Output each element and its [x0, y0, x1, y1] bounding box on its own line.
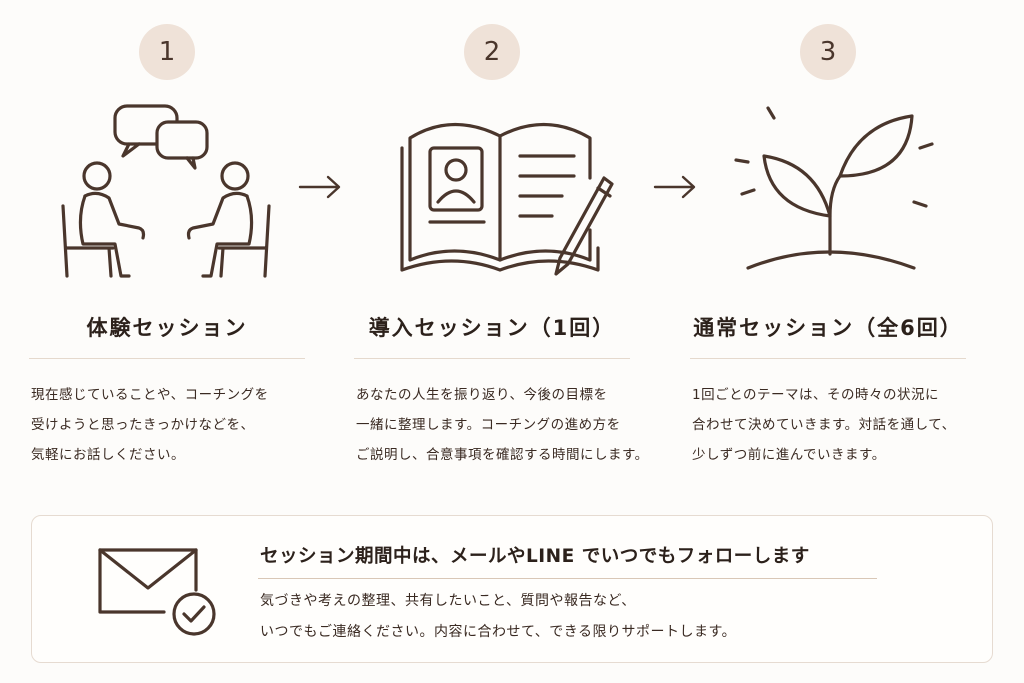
mail-check-icon [94, 540, 219, 640]
divider [690, 358, 966, 359]
step-title: 導入セッション（1回） [368, 316, 616, 340]
step-1: 1 体験セッション 現在感じていることや、コーチングを 受けようと思ったきっかけ… [17, 0, 317, 480]
contact-description: 気づきや考えの整理、共有したいこと、質問や報告など、 いつでもご連絡ください。内… [260, 593, 737, 640]
step-title: 体験セッション [86, 316, 248, 340]
sprout-icon [698, 98, 958, 288]
arrow-right-icon [651, 172, 699, 202]
step-title: 通常セッション（全6回） [693, 316, 963, 340]
step-number-badge: 1 [139, 24, 195, 80]
follow-up-box: セッション期間中は、メールやLINE でいつでもフォローします 気づきや考えの整… [31, 515, 993, 663]
contact-title: セッション期間中は、メールやLINE でいつでもフォローします [260, 546, 810, 567]
step-description: あなたの人生を振り返り、今後の目標を 一緒に整理します。コーチングの進め方を ご… [356, 387, 649, 463]
step-2: 2 導入セッション（1回） あなたの人生を振り返り、今後の目標を 一緒に整理しま… [342, 0, 648, 480]
step-3: 3 通常セッション（全6回） 1回ごとのテーマは、その時々の状況に 合わせて決め… [678, 0, 978, 480]
people-conversation-icon [37, 98, 297, 288]
divider [258, 578, 877, 579]
step-description: 1回ごとのテーマは、その時々の状況に 合わせて決めていきます。対話を通して、 少… [692, 387, 956, 463]
step-number-badge: 3 [800, 24, 856, 80]
open-book-pencil-icon [362, 98, 622, 288]
step-number-badge: 2 [464, 24, 520, 80]
divider [29, 358, 305, 359]
divider [354, 358, 630, 359]
arrow-right-icon [296, 172, 344, 202]
step-description: 現在感じていることや、コーチングを 受けようと思ったきっかけなどを、 気軽にお話… [31, 387, 269, 463]
